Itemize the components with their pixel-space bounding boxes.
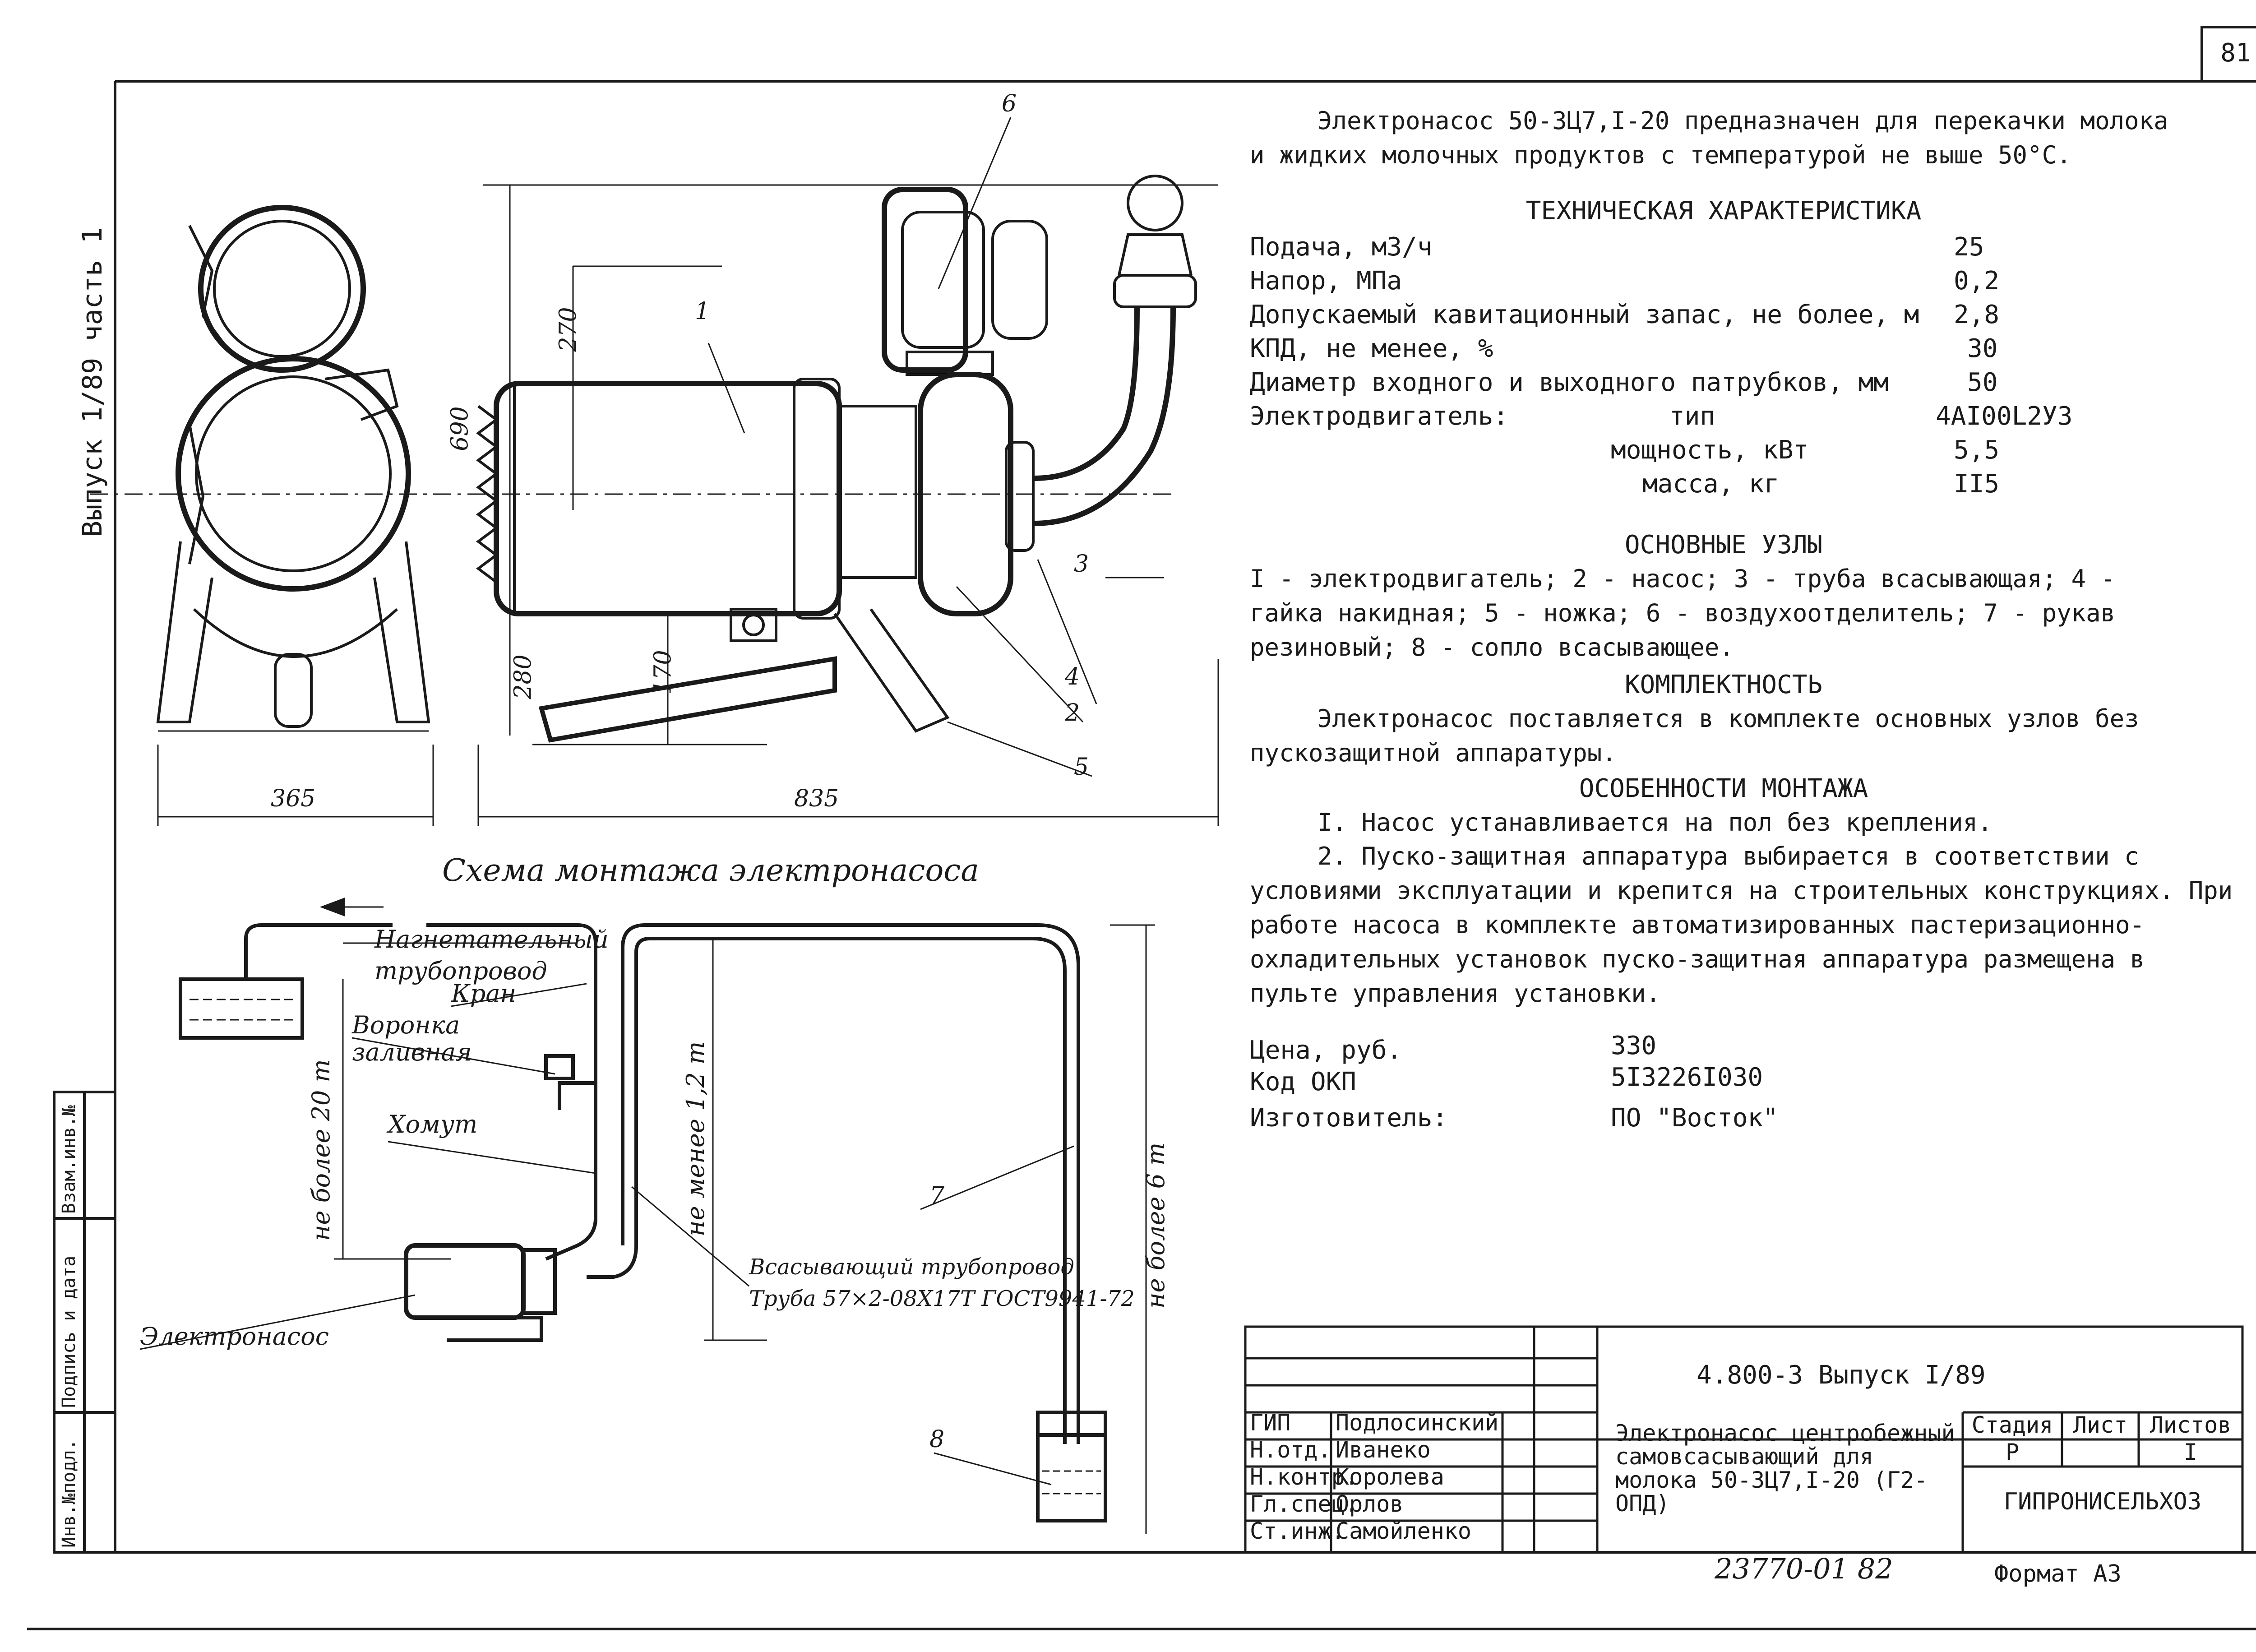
tech-sub: мощность, кВт: [1611, 435, 1809, 465]
sheet-number-box: [2201, 26, 2256, 83]
stamp-replace: Взам.инв.№: [59, 1105, 79, 1214]
tech-value: 5,5: [1954, 435, 2000, 465]
dim-170: 170: [649, 650, 677, 695]
tech-value: 4АI00L2У3: [1936, 402, 2073, 431]
maker-label: Изготовитель:: [1250, 1103, 1448, 1133]
person: Подлосинский: [1336, 1410, 1499, 1436]
kit-heading: КОМПЛЕКТНОСТЬ: [1624, 670, 1823, 699]
mount-item-1: I. Насос устанавливается на пол без креп…: [1318, 808, 1992, 837]
label-valve: Кран: [451, 979, 517, 1008]
pump-end-view: [156, 205, 430, 732]
part-2: 2: [1065, 699, 1080, 727]
tech-value: 50: [1967, 368, 1998, 397]
role: Ст.инж.: [1250, 1518, 1345, 1544]
mount-item-2: 2. Пуско-защитная аппаратура выбирается …: [1250, 842, 2233, 1008]
label-discharge-2: трубопровод: [374, 957, 547, 985]
label-clamp: Хомут: [388, 1110, 478, 1138]
label-discharge: Нагнетательный: [374, 925, 609, 953]
mount-heading: ОСОБЕННОСТИ МОНТАЖА: [1579, 774, 1868, 803]
intro-text: Электронасос 50-3Ц7,I-20 предназначен дл…: [1250, 106, 2168, 169]
pump-side-view: [476, 175, 1197, 743]
label-max6: не более 6 m: [1142, 1142, 1170, 1309]
part-1: 1: [695, 298, 710, 325]
paper-format: Формат А3: [1994, 1560, 2122, 1587]
sheet-number: 81: [2220, 38, 2251, 68]
okp-label: Код ОКП: [1250, 1067, 1357, 1097]
part-5: 5: [1074, 754, 1089, 781]
sheet-head: Лист: [2073, 1412, 2128, 1438]
label-suction: Всасывающий трубопровод: [749, 1254, 1074, 1280]
sheets-head: Листов: [2150, 1412, 2232, 1438]
tech-label: Напор, МПа: [1250, 266, 1402, 296]
role: Гл.спец.: [1250, 1491, 1359, 1517]
role: Н.отд.: [1250, 1437, 1331, 1463]
scheme-title: Схема монтажа электронасоса: [442, 853, 979, 888]
tech-value: II5: [1954, 469, 2000, 499]
title-block-grid: [1244, 1325, 2244, 1554]
stage-value: Р: [2005, 1439, 2020, 1465]
price-label: Цена, руб.: [1250, 1036, 1402, 1065]
person: Королева: [1336, 1464, 1444, 1490]
person: Иванеко: [1336, 1437, 1431, 1463]
label-pump: Электронасос: [140, 1322, 329, 1351]
tech-label: Диаметр входного и выходного патрубков, …: [1250, 368, 1889, 397]
label-funnel: Воронка: [352, 1011, 460, 1039]
tech-label: Допускаемый кавитационный запас, не боле…: [1250, 300, 1919, 329]
label-min12: не менее 1,2 m: [681, 1041, 710, 1236]
stage-head: Стадия: [1971, 1412, 2053, 1438]
okp-value: 5I3226I030: [1611, 1063, 1763, 1092]
part-4: 4: [1065, 663, 1080, 690]
maker-value: ПО "Восток": [1611, 1103, 1778, 1133]
role: Н.контр.: [1250, 1464, 1359, 1490]
label-max20: не более 20 m: [307, 1059, 335, 1241]
tech-label: Подача, м3/ч: [1250, 232, 1433, 262]
dim-690: 690: [446, 406, 474, 451]
doc-code: 4.800-3 Выпуск I/89: [1697, 1360, 1986, 1390]
doc-name: Электронасос центробежный самовсасывающи…: [1615, 1420, 1955, 1517]
kit-text: Электронасос поставляется в комплекте ос…: [1250, 704, 2139, 767]
tech-value: 2,8: [1954, 300, 2000, 329]
sheets-value: I: [2183, 1439, 2198, 1465]
tech-label: КПД, не менее, %: [1250, 334, 1493, 363]
tech-value: 0,2: [1954, 266, 2000, 296]
role: ГИП: [1250, 1410, 1291, 1436]
tech-sub: масса, кг: [1642, 469, 1780, 499]
price-value: 330: [1611, 1031, 1657, 1060]
tech-value: 25: [1954, 232, 1984, 262]
nodes-text: I - электродвигатель; 2 - насос; 3 - тру…: [1250, 565, 2116, 662]
part-6: 6: [1002, 90, 1017, 117]
label-pipe: Труба 57×2-08Х17Т ГОСТ9941-72: [749, 1286, 1135, 1311]
inventory-number: 23770-01 82: [1715, 1552, 1893, 1585]
side-title: Выпуск 1/89 часть 1: [77, 227, 108, 537]
tech-label: Электродвигатель:: [1250, 402, 1509, 431]
org-name: ГИПРОНИСЕЛЬХОЗ: [2003, 1488, 2202, 1515]
tech-value: 30: [1967, 334, 1998, 363]
part-8: 8: [929, 1426, 945, 1453]
person: Самойленко: [1336, 1518, 1472, 1544]
nodes-heading: ОСНОВНЫЕ УЗЛЫ: [1624, 530, 1823, 560]
part-3: 3: [1074, 551, 1089, 578]
dim-280: 280: [509, 654, 537, 699]
installation-scheme: [179, 898, 1107, 1522]
dim-365: 365: [271, 785, 316, 812]
tech-heading: ТЕХНИЧЕСКАЯ ХАРАКТЕРИСТИКА: [1526, 196, 1922, 226]
tech-sub: тип: [1669, 402, 1715, 431]
person: Орлов: [1336, 1491, 1404, 1517]
label-funnel-2: заливная: [352, 1038, 472, 1066]
stamp-inv: Инв.№подл.: [59, 1439, 79, 1548]
stamp-sign: Подпись и дата: [59, 1255, 79, 1408]
dim-270: 270: [555, 307, 582, 352]
dim-835: 835: [794, 785, 839, 812]
part-7: 7: [929, 1182, 945, 1209]
